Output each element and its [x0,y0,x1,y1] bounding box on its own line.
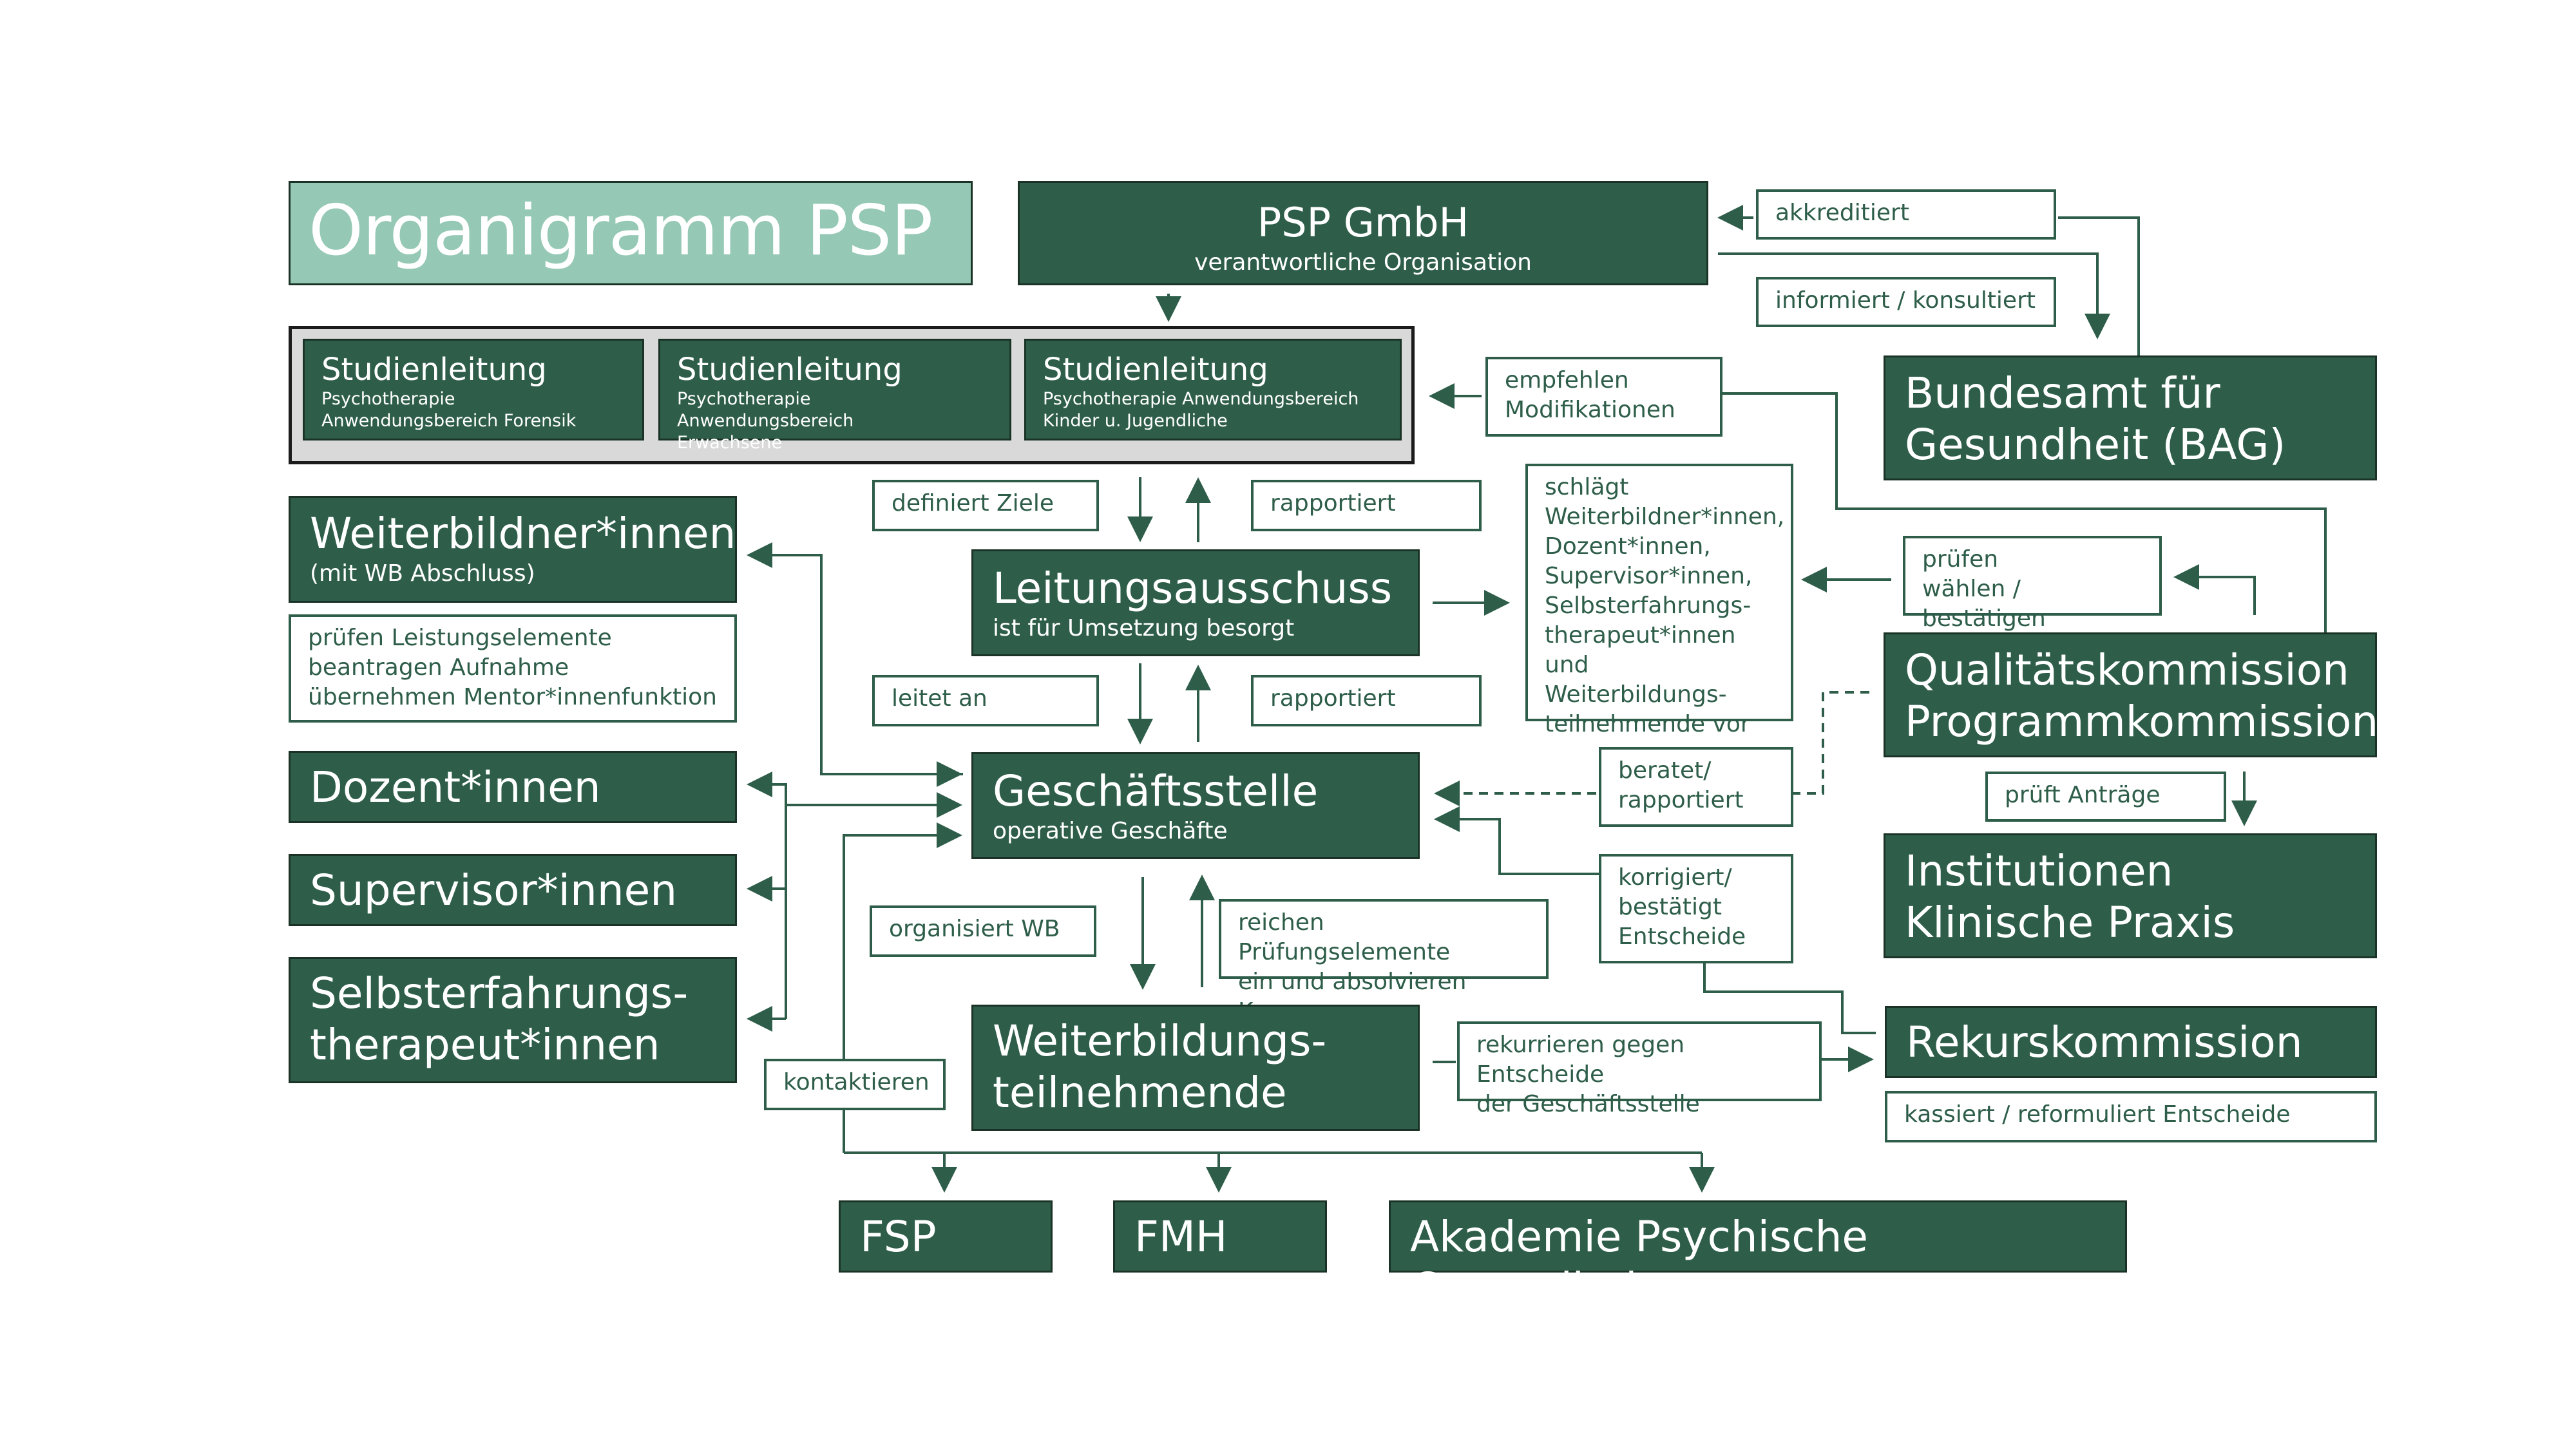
psp-gmbh-box: PSP GmbH verantwortliche Organisation [1018,181,1708,285]
label-rapportiert-top: rapportiert [1251,480,1482,531]
arrow-beratet-dashed [1436,691,1869,793]
line-qualitaet-to-empfehlen [1720,392,2327,632]
geschaeftsstelle-title: Geschäftsstelle [993,766,1319,816]
bag-line2: Gesundheit (BAG) [1905,420,2286,469]
label-kassiert: kassiert / reformuliert Entscheide [1885,1091,2377,1142]
studienleitung-title: Studienleitung [321,352,547,388]
studienleitung-erwachsene: Studienleitung Psychotherapie Anwendungs… [658,339,1011,453]
supervisor-box: Supervisor*innen [289,854,737,926]
arrow-psp-informiert-bag [1718,252,2110,339]
arrow-to-dozent [747,772,787,797]
weiterbildner-subtitle: (mit WB Abschluss) [310,560,535,587]
studienleitung-forensik: Studienleitung Psychotherapie Anwendungs… [303,339,644,440]
geschaeftsstelle-box: Geschäftsstelle operative Geschäfte [971,752,1420,859]
label-schlaegt: schlägt Weiterbildner*innen, Dozent*inne… [1525,464,1793,737]
label-leitet-an: leitet an [872,675,1099,726]
label-empfehlen: empfehlen Modifikationen [1485,357,1722,437]
qualitaetskommission-box: Qualitätskommission Programmkommission [1884,632,2379,757]
leitungsausschuss-box: Leitungsausschuss ist für Umsetzung beso… [971,549,1420,656]
label-prueft-antraege: prüft Anträge [1985,772,2226,822]
bag-box: Bundesamt für Gesundheit (BAG) [1884,355,2377,480]
arrow-kontaktieren-to-geschaeft [843,822,962,1153]
label-pruefen-waehlen: prüfen wählen / bestätigen [1903,536,2162,632]
geschaeftsstelle-subtitle: operative Geschäfte [993,818,1228,844]
arrow-korrigiert-to-geschaeft [1434,806,1599,875]
fmh-box: FMH [1113,1200,1327,1273]
psp-gmbh-title: PSP GmbH [1257,199,1469,246]
teilnehmende-line1: Weiterbildungs- [993,1016,1327,1066]
studienleitung-sub: Anwendungsbereich Forensik [321,411,577,431]
label-rapportiert-mid: rapportiert [1251,675,1482,726]
bag-line1: Bundesamt für [1905,368,2220,418]
label-beratet: beratet/ rapportiert [1599,747,1793,827]
label-korrigiert: korrigiert/ bestätigt Entscheide [1599,854,1793,963]
selbsterfahrung-box: Selbsterfahrungs- therapeut*innen [289,957,737,1083]
selbsterfahrung-line1: Selbsterfahrungs- [310,969,689,1018]
weiterbildner-tasks-label: prüfen Leistungselemente beantragen Aufn… [289,614,737,723]
rekurskommission-box: Rekurskommission [1885,1006,2377,1078]
qualitaet-line1: Qualitätskommission [1905,645,2349,695]
studienleitung-sub: Kinder u. Jugendliche [1043,411,1228,431]
institutionen-line2: Klinische Praxis [1905,898,2235,947]
arrow-geschaeft-to-weiterbildner [747,542,963,775]
qualitaet-line2: Programmkommission [1905,697,2379,746]
weiterbildner-title: Weiterbildner*innen [310,509,736,558]
studienleitung-sub: Psychotherapie [321,389,455,409]
label-organisiert-wb: organisiert WB [870,905,1096,957]
weiterbildner-box: Weiterbildner*innen (mit WB Abschluss) [289,496,737,603]
label-akkreditiert: akkreditiert [1756,189,2056,240]
institutionen-line1: Institutionen [1905,846,2173,896]
teilnehmende-line2: teilnehmende [993,1068,1287,1117]
arrow-rekurrieren-to-rekurs [1433,1059,1871,1062]
dozent-box: Dozent*innen [289,751,737,823]
arrow-qualitaet-to-pruefen-label [2173,564,2256,615]
label-informiert: informiert / konsultiert [1756,277,2056,327]
studienleitung-title: Studienleitung [677,352,902,388]
studienleitung-sub: Psychotherapie Anwendungsbereich [1043,389,1359,409]
fsp-box: FSP [839,1200,1053,1273]
studienleitung-sub: Erwachsene [677,433,783,453]
teilnehmende-box: Weiterbildungs- teilnehmende [971,1005,1420,1131]
studienleitung-title: Studienleitung [1043,352,1268,388]
label-kontaktieren: kontaktieren [764,1059,946,1110]
arrow-bag-akkreditiert-psp [1720,218,2140,357]
leitungsausschuss-title: Leitungsausschuss [993,564,1393,613]
studienleitung-kinder: Studienleitung Psychotherapie Anwendungs… [1024,339,1402,440]
label-reichen: reichen Prüfungselemente ein und absolvi… [1219,899,1549,1025]
akademie-box: Akademie Psychische Gesundheit [1389,1200,2127,1313]
psp-gmbh-subtitle: verantwortliche Organisation [1194,249,1532,276]
label-rekurrieren: rekurrieren gegen Entscheide der Geschäf… [1457,1021,1822,1117]
studienleitung-sub: Psychotherapie Anwendungsbereich [677,389,854,431]
institutionen-box: Institutionen Klinische Praxis [1884,833,2377,958]
page-title: Organigramm PSP [289,181,973,285]
label-definiert-ziele: definiert Ziele [872,480,1099,531]
leitungsausschuss-subtitle: ist für Umsetzung besorgt [993,615,1295,641]
selbsterfahrung-line2: therapeut*innen [310,1020,660,1070]
